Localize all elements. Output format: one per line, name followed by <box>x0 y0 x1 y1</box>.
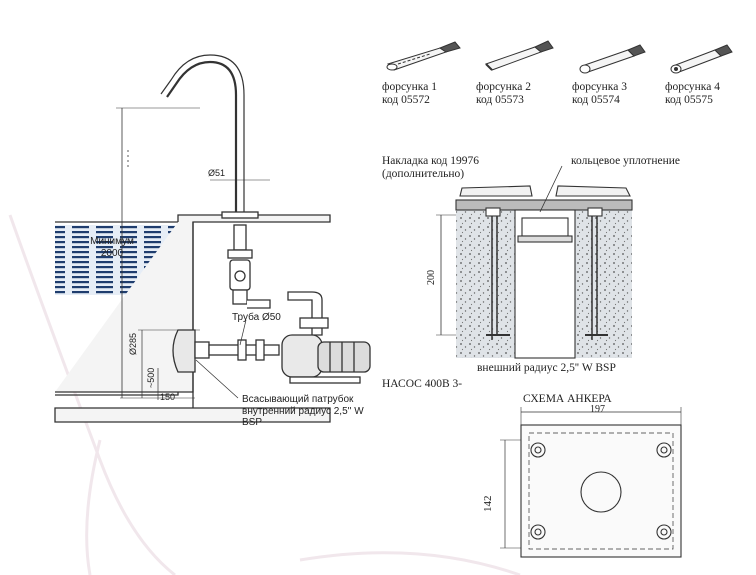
outer-radius-label: внешний радиус 2,5'' W BSP <box>477 362 616 374</box>
nozzle-4-icon <box>670 44 733 74</box>
nozzle-4-label: форсунка 4 код 05575 <box>665 81 720 107</box>
nozzle-3-name: форсунка 3 <box>572 81 627 93</box>
anchor-hole <box>656 524 672 540</box>
anchor-hole <box>530 524 546 540</box>
nozzle-3-code: код 05574 <box>572 94 620 107</box>
pump-label: НАСОС 400В 3- <box>382 378 463 390</box>
dim-200: 200 <box>426 270 437 285</box>
nozzle-4-name: форсунка 4 <box>665 81 720 93</box>
anchor-height: 142 <box>482 495 494 513</box>
dim-150: 150 <box>160 392 176 402</box>
nozzle-3-icon <box>579 44 646 74</box>
cover-label: Накладка код 19976 (дополнительно) <box>382 155 479 181</box>
suction-line-2: внутренний радиус 2,5'' W <box>242 405 364 417</box>
nozzle-icons <box>386 40 733 74</box>
suction-line-3: BSP <box>242 417 263 428</box>
diameter-label: Ø51 <box>208 168 226 178</box>
pump <box>281 334 323 378</box>
center-opening <box>580 471 622 513</box>
background-swoosh <box>8 214 521 575</box>
minimum-label: Минимум 2000 <box>82 236 142 259</box>
dim-285: Ø285 <box>128 332 138 355</box>
anchor-plate <box>520 424 682 558</box>
anchor-plate-scheme <box>500 407 682 558</box>
nozzle-3-label: форсунка 3 код 05574 <box>572 81 627 107</box>
nozzle-1-icon <box>386 41 461 71</box>
anchor-section <box>436 165 633 359</box>
pipe-label: Труба Ø50 <box>232 312 281 323</box>
seal-label: кольцевое уплотнение <box>571 155 681 167</box>
suction-fitting-label: Всасывающий патрубок внутренний радиус 2… <box>242 394 364 429</box>
nozzle-1-code: код 05572 <box>382 94 430 107</box>
anchor-hole <box>656 442 672 458</box>
suction-line-1: Всасывающий патрубок <box>242 394 354 405</box>
nozzle-1-label: форсунка 1 код 05572 <box>382 81 437 107</box>
nozzle-1-name: форсунка 1 <box>382 81 437 93</box>
nozzle-2-icon <box>485 40 554 71</box>
cover-line-1: Накладка код 19976 <box>382 155 479 167</box>
nozzle-2-label: форсунка 2 код 05573 <box>476 81 531 107</box>
minimum-label-text: Минимум <box>90 236 134 247</box>
anchor-width: 197 <box>590 404 605 415</box>
anchor-hole <box>530 442 546 458</box>
dim-500: ~500 <box>146 367 156 388</box>
nozzle-4-code: код 05575 <box>665 94 713 107</box>
minimum-value: 2000 <box>100 247 124 259</box>
anchor-title: СХЕМА АНКЕРА <box>523 393 612 405</box>
pool-section <box>54 54 371 423</box>
nozzle-2-name: форсунка 2 <box>476 81 531 93</box>
cover-line-2: (дополнительно) <box>382 168 465 181</box>
nozzle-2-code: код 05573 <box>476 94 524 107</box>
